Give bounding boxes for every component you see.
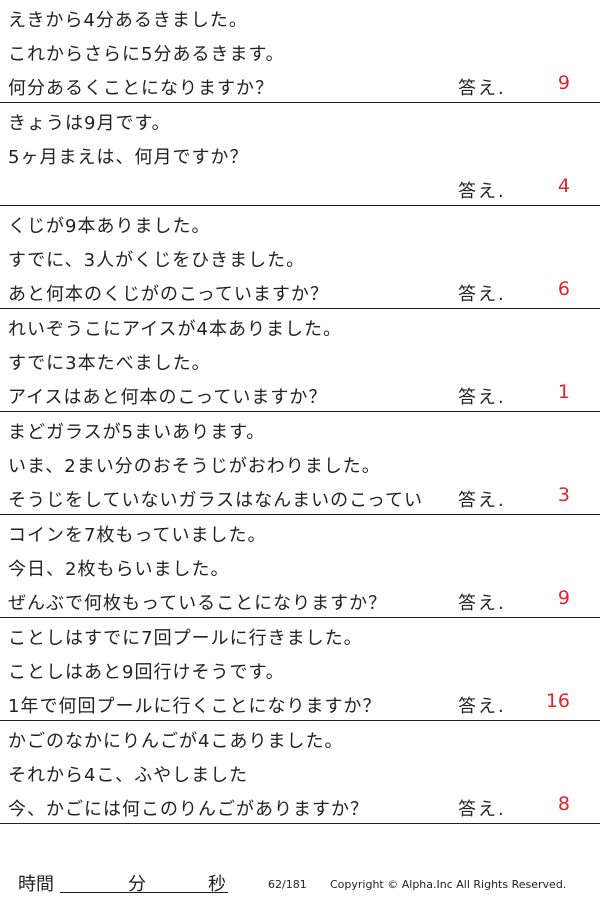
time-label: 時間 xyxy=(18,874,54,895)
divider-line xyxy=(0,617,600,618)
problem-line-2: すでに、3人がくじをひきました。 xyxy=(8,250,306,271)
copyright-notice: Copyright © Alpha.Inc All Rights Reserve… xyxy=(330,878,567,891)
problem-6: コインを7枚もっていました。 今日、2枚もらいました。 ぜんぶで何枚もっているこ… xyxy=(0,515,600,618)
time-entry-line xyxy=(60,892,228,893)
problem-line-2: すでに3本たべました。 xyxy=(8,353,211,374)
problem-line-3: アイスはあと何本のこっていますか？ xyxy=(8,387,328,408)
answer-label: 答え. xyxy=(458,696,506,717)
answer-value: 16 xyxy=(545,690,570,712)
problem-3: くじが9本ありました。 すでに、3人がくじをひきました。 あと何本のくじがのこっ… xyxy=(0,206,600,309)
problem-5: まどガラスが5まいあります。 いま、2まい分のおそうじがおわりました。 そうじを… xyxy=(0,412,600,515)
worksheet: えきから4分あるきました。 これからさらに5分あるきます。 何分あるくことになり… xyxy=(0,0,600,824)
answer-value: 4 xyxy=(557,175,570,197)
problem-line-3: そうじをしていないガラスはなんまいのこってい xyxy=(8,490,423,511)
problem-line-1: ことしはすでに7回プールに行きました。 xyxy=(8,628,363,649)
problem-4: れいぞうこにアイスが4本ありました。 すでに3本たべました。 アイスはあと何本の… xyxy=(0,309,600,412)
divider-line xyxy=(0,308,600,309)
problem-line-1: まどガラスが5まいあります。 xyxy=(8,422,266,443)
problem-line-2: いま、2まい分のおそうじがおわりました。 xyxy=(8,456,381,477)
answer-label: 答え. xyxy=(458,593,506,614)
footer: 時間 分 秒 62/181 Copyright © Alpha.Inc All … xyxy=(0,870,600,896)
problem-line-2: 今日、2枚もらいました。 xyxy=(8,559,230,580)
problem-line-2: 5ヶ月まえは、何月ですか？ xyxy=(8,147,249,168)
answer-value: 8 xyxy=(557,793,570,815)
problem-line-3: 1年で何回プールに行くことになりますか？ xyxy=(8,696,382,717)
problem-line-2: ことしはあと9回行けそうです。 xyxy=(8,662,285,683)
answer-label: 答え. xyxy=(458,78,506,99)
divider-line xyxy=(0,720,600,721)
answer-value: 6 xyxy=(557,278,570,300)
answer-label: 答え. xyxy=(458,387,506,408)
answer-label: 答え. xyxy=(458,799,506,820)
answer-label: 答え. xyxy=(458,181,506,202)
answer-value: 9 xyxy=(557,587,570,609)
problem-line-1: きょうは9月です。 xyxy=(8,113,171,134)
problem-line-3: 何分あるくことになりますか？ xyxy=(8,78,274,99)
problem-line-2: それから4こ、ふやしました xyxy=(8,765,249,786)
problem-1: えきから4分あるきました。 これからさらに5分あるきます。 何分あるくことになり… xyxy=(0,0,600,103)
divider-line xyxy=(0,411,600,412)
problem-line-3: 今、かごには何このりんごがありますか？ xyxy=(8,799,369,820)
problem-line-1: コインを7枚もっていました。 xyxy=(8,525,267,546)
page-number: 62/181 xyxy=(268,878,307,891)
divider-line xyxy=(0,102,600,103)
problem-8: かごのなかにりんごが4こありました。 それから4こ、ふやしました 今、かごには何… xyxy=(0,721,600,824)
problem-line-1: かごのなかにりんごが4こありました。 xyxy=(8,731,344,752)
divider-line xyxy=(0,205,600,206)
problem-line-2: これからさらに5分あるきます。 xyxy=(8,44,285,65)
answer-label: 答え. xyxy=(458,490,506,511)
divider-line xyxy=(0,823,600,824)
problem-line-1: えきから4分あるきました。 xyxy=(8,10,248,31)
divider-line xyxy=(0,514,600,515)
seconds-label: 秒 xyxy=(208,874,226,895)
problem-2: きょうは9月です。 5ヶ月まえは、何月ですか？ 答え. 4 xyxy=(0,103,600,206)
problem-line-1: れいぞうこにアイスが4本ありました。 xyxy=(8,319,343,340)
minutes-label: 分 xyxy=(128,874,146,895)
problem-line-3: あと何本のくじがのこっていますか？ xyxy=(8,284,329,305)
problem-line-1: くじが9本ありました。 xyxy=(8,216,211,237)
answer-value: 9 xyxy=(557,72,570,94)
problem-7: ことしはすでに7回プールに行きました。 ことしはあと9回行けそうです。 1年で何… xyxy=(0,618,600,721)
answer-label: 答え. xyxy=(458,284,506,305)
answer-value: 1 xyxy=(557,381,570,403)
problem-line-3: ぜんぶで何枚もっていることになりますか？ xyxy=(8,593,388,614)
answer-value: 3 xyxy=(557,484,570,506)
